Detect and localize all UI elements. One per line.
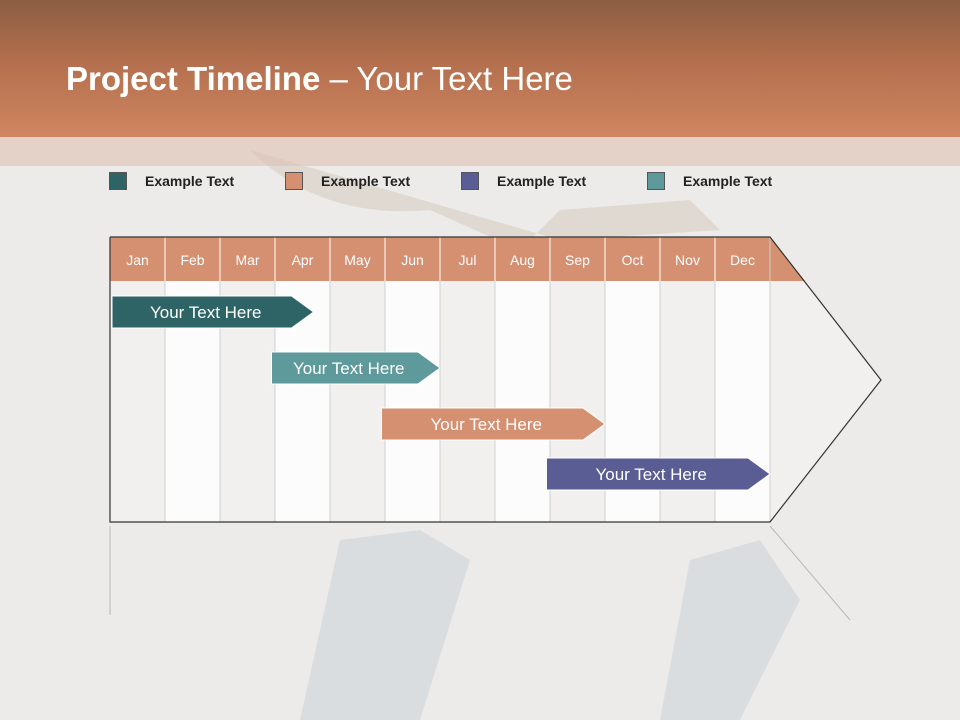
reflection-line: [769, 525, 851, 621]
page-title: Project Timeline – Your Text Here: [66, 60, 573, 98]
month-label-apr: Apr: [292, 252, 314, 268]
legend-swatch-4: [647, 172, 665, 190]
legend-item-4: Example Text: [647, 170, 772, 192]
title-bar-band: [0, 137, 960, 166]
legend-swatch-1: [109, 172, 127, 190]
month-label-jun: Jun: [401, 252, 424, 268]
task-label-2: Your Text Here: [293, 359, 405, 378]
legend-label-1: Example Text: [145, 173, 235, 189]
task-label-1: Your Text Here: [150, 303, 262, 322]
month-label-feb: Feb: [180, 252, 204, 268]
task-label-3: Your Text Here: [430, 415, 542, 434]
month-label-jan: Jan: [126, 252, 149, 268]
month-label-nov: Nov: [675, 252, 700, 268]
month-label-mar: Mar: [235, 252, 259, 268]
task-arrow-2: [271, 351, 441, 385]
legend-label-2: Example Text: [321, 173, 411, 189]
month-label-may: May: [344, 252, 370, 268]
month-label-sep: Sep: [565, 252, 590, 268]
timeline-outline: [109, 236, 882, 523]
legend-item-2: Example Text: [285, 170, 410, 192]
task-arrow-1: [111, 295, 315, 329]
timeline-column-shade: [440, 281, 495, 522]
month-label-jul: Jul: [459, 252, 477, 268]
page-title-rest: – Your Text Here: [320, 60, 573, 97]
task-arrow-3: [381, 407, 606, 441]
legend-item-3: Example Text: [461, 170, 586, 192]
task-label-4: Your Text Here: [595, 465, 707, 484]
legend-label-3: Example Text: [497, 173, 587, 189]
title-bar: [0, 0, 960, 137]
legend-swatch-2: [285, 172, 303, 190]
legend-label-4: Example Text: [683, 173, 773, 189]
timeline-arrow-shade: [770, 281, 881, 522]
legend-swatch-3: [461, 172, 479, 190]
page-title-bold: Project Timeline: [66, 60, 321, 97]
month-label-aug: Aug: [510, 252, 535, 268]
month-label-oct: Oct: [622, 252, 644, 268]
task-arrow-4: [546, 457, 771, 491]
legend-item-1: Example Text: [109, 170, 234, 192]
timeline-column-shade: [330, 281, 385, 522]
month-label-dec: Dec: [730, 252, 755, 268]
